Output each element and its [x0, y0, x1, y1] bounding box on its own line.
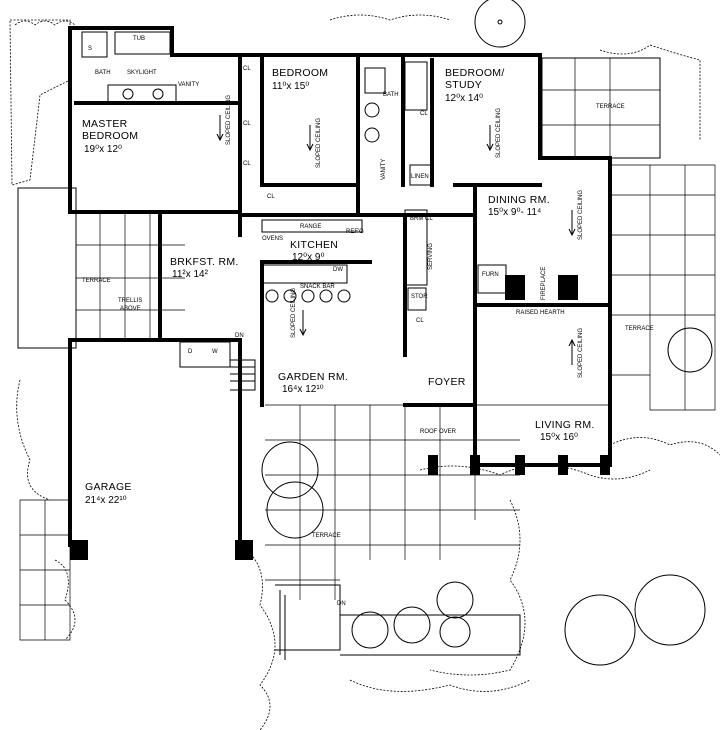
dn-south: DN — [337, 601, 346, 607]
dw-kitchen-label: DW — [333, 267, 343, 273]
fireplace-label: FIREPLACE — [541, 267, 547, 300]
room-labels: MASTER BEDROOM 19⁰x 12⁰ BEDROOM 11⁰x 15⁰… — [82, 67, 595, 506]
dining-label: DINING RM. — [488, 194, 550, 206]
closet-label-4: CL — [267, 194, 275, 200]
living-dim: 15⁰x 16⁰ — [540, 432, 578, 443]
study-label-1: BEDROOM/ — [445, 67, 505, 79]
ceiling-garden: SLOPED CEILING — [291, 288, 297, 338]
shower-label: S — [88, 46, 92, 52]
garden-label: GARDEN RM. — [278, 371, 348, 383]
dn-breakfast: DN — [235, 333, 244, 339]
terrace-east: TERRACE — [625, 326, 654, 332]
vanity2-label: VANITY — [381, 159, 387, 180]
breakfast-dim: 11²x 14² — [172, 269, 209, 280]
closet-label-1: CL — [243, 66, 251, 72]
washer-label: W — [212, 349, 218, 355]
garage-label: GARAGE — [85, 481, 132, 493]
stair-labels: DN DN — [235, 333, 346, 607]
skylight-label: SKYLIGHT — [127, 70, 157, 76]
closet-label-2: CL — [243, 121, 251, 127]
ceiling-study: SLOPED CEILING — [496, 108, 502, 158]
terrace-northeast: TERRACE — [596, 104, 625, 110]
closet-label-5: CL — [420, 111, 428, 117]
fixture-labels: TUB SKYLIGHT BATH VANITY S BATH VANITY L… — [88, 36, 565, 435]
closet-label-3: CL — [243, 161, 251, 167]
ceiling-dining: SLOPED CEILING — [578, 190, 584, 240]
bedroom-dim: 11⁰x 15⁰ — [272, 81, 309, 92]
garage-dim: 21⁴x 22¹⁰ — [85, 495, 127, 506]
serving-label: SERVING — [428, 243, 434, 270]
range-label: RANGE — [300, 224, 321, 230]
ceiling-bedroom: SLOPED CEILING — [316, 118, 322, 168]
vanity1-label: VANITY — [178, 82, 199, 88]
master-bedroom-dim: 19⁰x 12⁰ — [84, 144, 122, 155]
terrace-labels: TERRACE TERRACE TERRACE TERRACE — [82, 104, 654, 539]
kitchen-dim: 12⁰x 9⁰ — [292, 252, 324, 263]
fixtures — [81, 31, 507, 391]
ceiling-living: SLOPED CEILING — [578, 328, 584, 378]
trees — [261, 0, 713, 666]
garden-dim: 16⁴x 12¹⁰ — [282, 384, 324, 395]
terrace-west: TERRACE — [82, 278, 111, 284]
refg-label: REF'G — [346, 229, 364, 235]
trellis-label-2: ABOVE — [120, 306, 141, 312]
raised-hearth-label: RAISED HEARTH — [516, 310, 565, 316]
study-label-2: STUDY — [445, 79, 482, 91]
living-label: LIVING RM. — [535, 419, 595, 431]
trellis-label-1: TRELLIS — [118, 298, 142, 304]
stor-label: STOR — [411, 294, 428, 300]
study-dim: 12⁰x 14⁰ — [445, 93, 483, 104]
bath1-label: BATH — [95, 70, 111, 76]
snack-bar-label: SNACK BAR — [300, 284, 335, 290]
furn-label: FURN — [482, 272, 499, 278]
dining-dim: 15⁰x 9⁰- 11⁴ — [488, 207, 541, 218]
ceiling-labels: SLOPED CEILING SLOPED CEILING SLOPED CEI… — [226, 95, 584, 378]
dryer-label: D — [188, 349, 193, 355]
terrace-south: TERRACE — [312, 533, 341, 539]
ceiling-master: SLOPED CEILING — [226, 95, 232, 145]
bedroom-label: BEDROOM — [272, 67, 328, 79]
master-bedroom-label-1: MASTER — [82, 118, 128, 130]
walls — [68, 26, 612, 547]
linen-label: LINEN — [411, 174, 429, 180]
closet-label-6: CL — [416, 318, 424, 324]
bath2-label: BATH — [383, 92, 399, 98]
kitchen-label: KITCHEN — [290, 239, 338, 251]
tub-label: TUB — [133, 36, 145, 42]
master-bedroom-label-2: BEDROOM — [82, 130, 138, 142]
breakfast-label: BRKFST. RM. — [170, 256, 239, 268]
roof-over-label: ROOF OVER — [420, 429, 457, 435]
brm-cl-label: BRM CL — [410, 216, 433, 222]
sloped-arrows — [216, 115, 576, 365]
ovens-label: OVENS — [262, 236, 283, 242]
columns — [70, 275, 610, 560]
foyer-label: FOYER — [428, 376, 466, 388]
